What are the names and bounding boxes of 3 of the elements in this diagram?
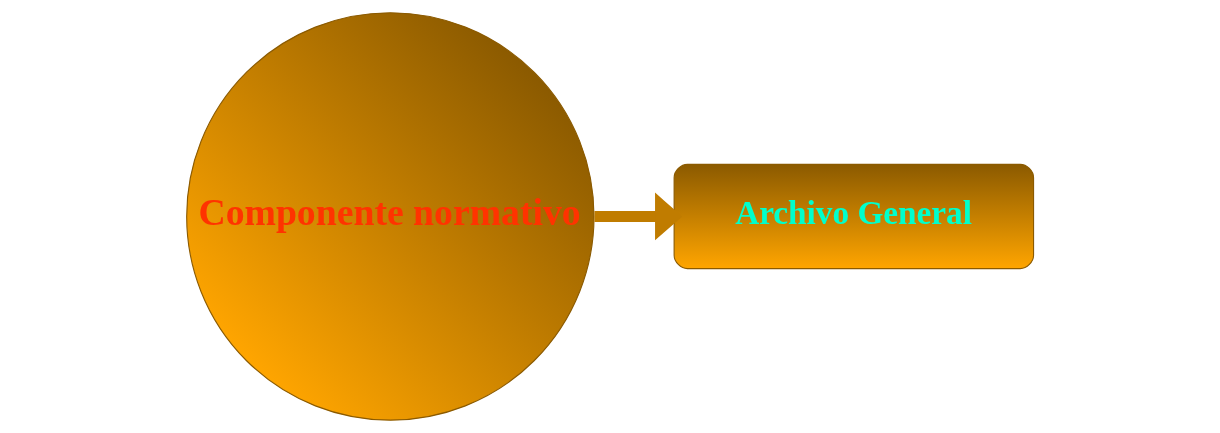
node-box: Archivo General bbox=[673, 163, 1035, 270]
node-circle: Componente normativo bbox=[186, 12, 595, 421]
arrow bbox=[594, 192, 683, 241]
